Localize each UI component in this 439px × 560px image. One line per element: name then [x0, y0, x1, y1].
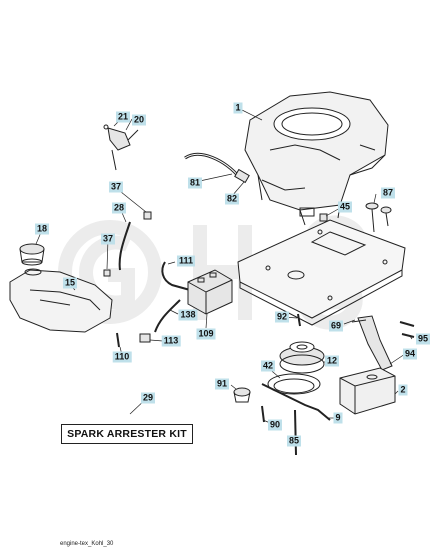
- fuel-pump-part: [187, 269, 233, 315]
- callout-part-37-lower[interactable]: 37: [100, 233, 116, 245]
- callout-part-94[interactable]: 94: [402, 348, 418, 360]
- throttle-cable-part: [103, 124, 139, 171]
- fuel-filter-part: [234, 168, 250, 184]
- callout-part-9[interactable]: 9: [333, 412, 343, 424]
- callout-part-21[interactable]: 21: [115, 111, 131, 123]
- callout-part-82[interactable]: 82: [224, 193, 240, 205]
- muffler-part: [339, 367, 396, 415]
- callout-part-113[interactable]: 113: [161, 335, 181, 347]
- callout-part-90[interactable]: 90: [267, 419, 283, 431]
- bolt-85-part: [294, 409, 297, 456]
- clamp-part: [139, 333, 151, 343]
- callout-part-20[interactable]: 20: [131, 114, 147, 126]
- callout-part-45[interactable]: 45: [337, 201, 353, 213]
- callout-part-109[interactable]: 109: [196, 328, 216, 340]
- callout-part-1[interactable]: 1: [233, 102, 243, 114]
- callout-part-85[interactable]: 85: [286, 435, 302, 447]
- engine-part: [244, 91, 389, 226]
- callout-part-28[interactable]: 28: [111, 202, 127, 214]
- clip-part: [143, 211, 152, 220]
- callout-part-42[interactable]: 42: [260, 360, 276, 372]
- spacer-part: [233, 387, 251, 403]
- callout-part-69[interactable]: 69: [328, 320, 344, 332]
- pulley-42-part: [267, 373, 321, 395]
- callout-part-15[interactable]: 15: [62, 277, 78, 289]
- pulley-part: [279, 341, 325, 374]
- callout-part-18[interactable]: 18: [34, 223, 50, 235]
- engine-mount-plate-part: [237, 219, 406, 326]
- fuel-line-111-part: [161, 261, 191, 291]
- bolt-90-part: [261, 405, 265, 423]
- fuel-cap-part: [19, 243, 45, 266]
- bolt-45-part: [319, 213, 328, 222]
- callout-part-111[interactable]: 111: [176, 255, 196, 267]
- bolt-92-part: [297, 313, 301, 327]
- spark-arrester-kit-label[interactable]: SPARK ARRESTER KIT: [61, 424, 193, 444]
- callout-part-2[interactable]: 2: [398, 384, 408, 396]
- hose-part: [118, 221, 131, 271]
- callout-part-37-top[interactable]: 37: [108, 181, 124, 193]
- diagram-caption: engine-tex_Kohl_30: [60, 541, 114, 547]
- spark-arrester-kit-text: SPARK ARRESTER KIT: [67, 428, 187, 440]
- muffler-pipe-part: [351, 315, 393, 371]
- callout-part-92[interactable]: 92: [274, 311, 290, 323]
- dipstick-part: [365, 202, 392, 233]
- fuel-line-138-part: [154, 299, 181, 333]
- callout-part-12[interactable]: 12: [324, 355, 340, 367]
- callout-part-91[interactable]: 91: [214, 378, 230, 390]
- callout-part-95[interactable]: 95: [415, 333, 431, 345]
- fuel-tank-part: [9, 268, 113, 333]
- callout-part-110[interactable]: 110: [112, 351, 132, 363]
- clip-part-lower: [103, 269, 111, 277]
- callout-part-138[interactable]: 138: [178, 309, 198, 321]
- rod-part: [261, 383, 331, 421]
- callout-part-87[interactable]: 87: [380, 187, 396, 199]
- callout-part-29[interactable]: 29: [140, 392, 156, 404]
- callout-part-81[interactable]: 81: [187, 177, 203, 189]
- screw-95-part: [399, 321, 415, 338]
- bolt-110-part: [116, 332, 120, 348]
